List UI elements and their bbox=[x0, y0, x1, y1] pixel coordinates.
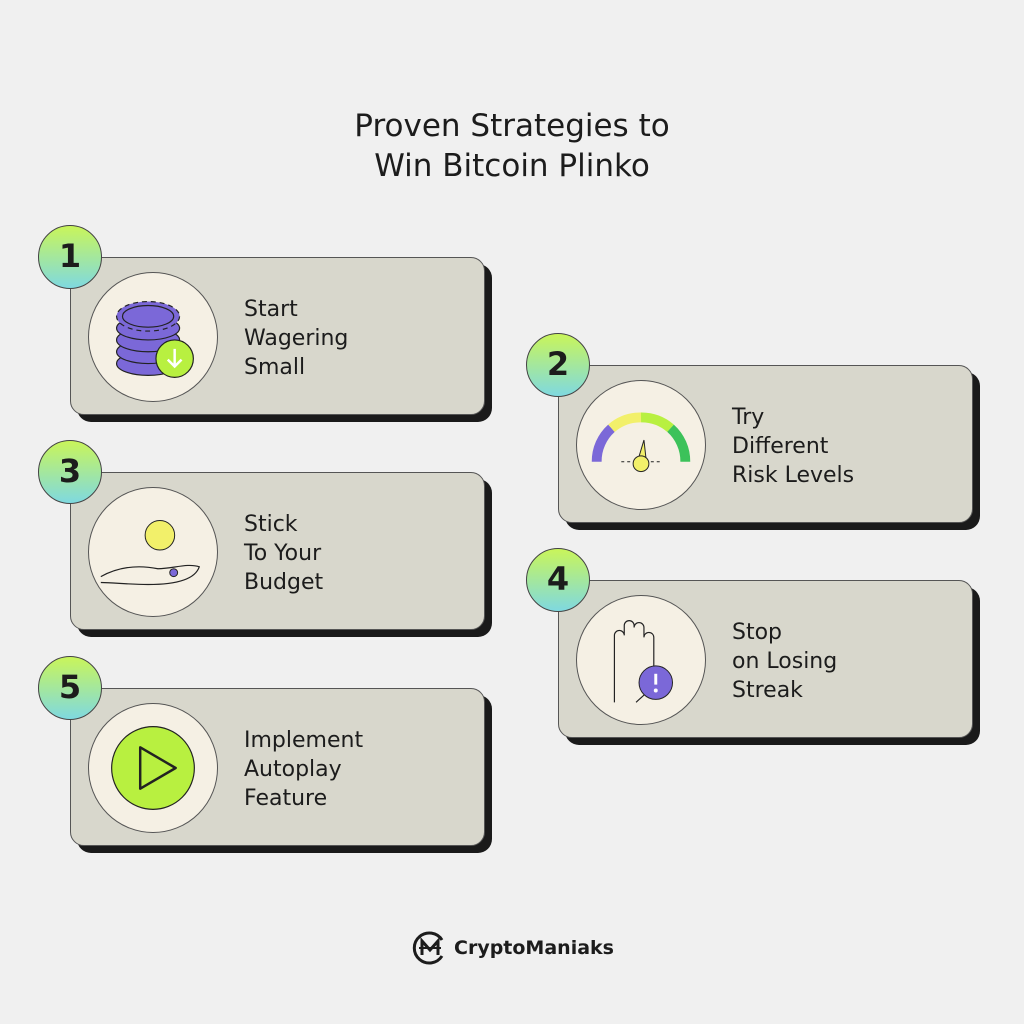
strategy-label: Stick To Your Budget bbox=[244, 512, 324, 595]
strategy-label: Start Wagering Small bbox=[244, 297, 349, 380]
hand-coin-icon bbox=[88, 487, 218, 617]
strategy-label: Implement Autoplay Feature bbox=[244, 728, 364, 811]
step-number-badge: 5 bbox=[38, 656, 102, 720]
step-number-badge: 1 bbox=[38, 225, 102, 289]
strategy-card-1: 1 Start Wagering Small bbox=[38, 225, 492, 422]
step-number-badge: 3 bbox=[38, 440, 102, 504]
risk-gauge-icon bbox=[576, 380, 706, 510]
strategy-card-3: 3 Stick To Your Budget bbox=[38, 440, 492, 637]
strategy-label: Stop on Losing Streak bbox=[732, 620, 838, 703]
step-number-badge: 2 bbox=[526, 333, 590, 397]
play-button-icon bbox=[88, 703, 218, 833]
poker-chips-down-arrow-icon bbox=[88, 272, 218, 402]
strategy-card-2: 2 Try Different Risk Levels bbox=[526, 333, 980, 530]
cryptomaniaks-logo-icon bbox=[412, 931, 444, 965]
strategy-label: Try Different Risk Levels bbox=[732, 405, 855, 488]
step-number-badge: 4 bbox=[526, 548, 590, 612]
strategy-card-4: 4 Stop on Losing Streak bbox=[526, 548, 980, 745]
brand-logo: CryptoManiaks bbox=[412, 930, 614, 966]
stop-hand-warning-icon bbox=[576, 595, 706, 725]
brand-name: CryptoManiaks bbox=[454, 937, 614, 959]
page-title: Proven Strategies to Win Bitcoin Plinko bbox=[354, 108, 670, 184]
strategy-card-5: 5 Implement Autoplay Feature bbox=[38, 656, 492, 853]
